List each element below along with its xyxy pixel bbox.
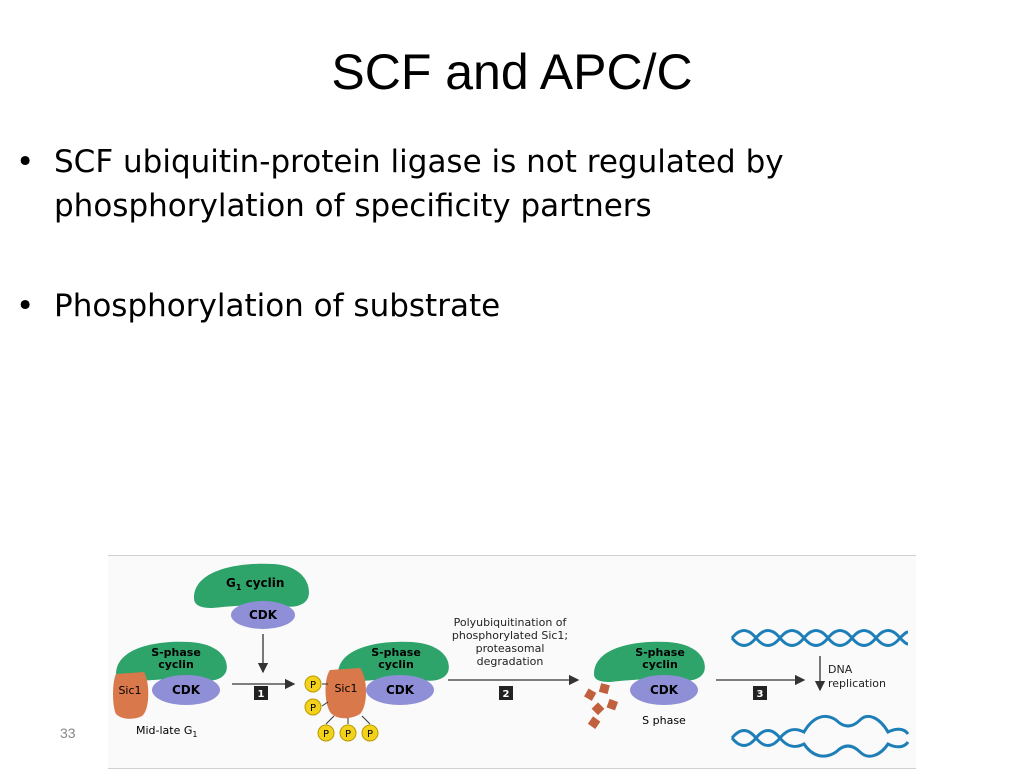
bullet-text-line: SCF ubiquitin-protein ligase is not regu… xyxy=(54,144,784,180)
bullet-marker: • xyxy=(16,144,35,180)
cdk-label: CDK xyxy=(249,608,278,622)
s-phase-cyclin-shape xyxy=(116,641,227,682)
phosphate-circle xyxy=(339,724,357,742)
sic1-label: Sic1 xyxy=(118,684,141,697)
phosphorylated-sic1-complex: S-phase cyclin Sic1 CDK P P P P xyxy=(304,641,449,742)
step-badge xyxy=(254,686,268,700)
fragment xyxy=(591,702,605,716)
g1-cyclin-label: G1 cyclin xyxy=(226,576,284,592)
bullet-text-line: phosphorylation of specificity partners xyxy=(54,188,652,224)
degraded-sic1-fragments xyxy=(584,683,619,729)
fragment xyxy=(587,716,601,729)
s-phase-cyclin-shape xyxy=(338,641,449,682)
dna-strand xyxy=(730,629,909,647)
dna-replication-label: DNA xyxy=(828,663,853,676)
mid-late-g1-label: Mid-late G1 xyxy=(136,724,198,739)
phosphate-circle xyxy=(317,724,335,742)
phosphate-circle xyxy=(304,675,322,693)
mid-late-g1-complex: S-phase cyclin Sic1 CDK Mid-late G1 xyxy=(113,641,227,739)
phosphate-label: P xyxy=(310,680,316,691)
cdk-shape xyxy=(366,675,434,705)
s-phase-cyclin-label: S-phase xyxy=(371,646,421,659)
slide-title: SCF and APC/C xyxy=(331,44,693,100)
phosphate-circle xyxy=(304,698,322,716)
fragment xyxy=(606,698,619,711)
cdk-label: CDK xyxy=(172,683,201,697)
dna-strand xyxy=(730,729,910,758)
s-phase-cyclin-label: S-phase xyxy=(635,646,685,659)
s-phase-label: S phase xyxy=(642,714,686,727)
s-phase-cyclin-label: cyclin xyxy=(378,658,414,671)
sic1-label: Sic1 xyxy=(334,682,357,695)
cdk-label: CDK xyxy=(650,683,679,697)
dna-strand xyxy=(730,715,910,747)
figure-panel: G1 cyclin CDK S-phase cyclin Sic1 CDK Mi… xyxy=(108,555,916,769)
step-2-description: phosphorylated Sic1; xyxy=(452,629,568,642)
step-badge xyxy=(753,686,767,700)
s-phase-cyclin-label: S-phase xyxy=(151,646,201,659)
step-3-arrow: 3 xyxy=(716,674,806,700)
dna-replication-label: replication xyxy=(828,677,886,690)
phosphate-label: P xyxy=(367,729,373,740)
bullet-item: • Phosphorylation of substrate xyxy=(16,284,956,328)
step-1-arrow: 1 xyxy=(232,678,296,700)
step-number: 1 xyxy=(258,689,265,700)
step-2-arrow: Polyubiquitination of phosphorylated Sic… xyxy=(448,616,580,700)
fragment xyxy=(584,688,597,701)
phosphate-group xyxy=(321,683,371,725)
phosphate-link xyxy=(325,715,335,725)
fragment xyxy=(598,683,610,695)
step-2-description: degradation xyxy=(477,655,544,668)
phosphate-label: P xyxy=(310,703,316,714)
sic1-shape xyxy=(325,668,366,719)
phosphate-circle xyxy=(361,724,379,742)
g1-cyclin-shape xyxy=(194,563,309,608)
phosphate-label: P xyxy=(323,729,329,740)
step-number: 3 xyxy=(757,689,764,700)
step-2-description: proteasomal xyxy=(476,642,545,655)
phosphate-link xyxy=(321,701,329,707)
g1-cyclin-cdk-complex: G1 cyclin CDK xyxy=(194,563,309,674)
s-phase-complex: S-phase cyclin CDK S phase xyxy=(584,641,705,729)
sic1-degradation-diagram: G1 cyclin CDK S-phase cyclin Sic1 CDK Mi… xyxy=(113,563,910,758)
dna-replication xyxy=(730,629,910,758)
s-phase-cyclin-label: cyclin xyxy=(642,658,678,671)
phosphate-circles: P P P P P xyxy=(304,675,379,742)
step-number: 2 xyxy=(503,689,510,700)
step-2-description: Polyubiquitination of xyxy=(454,616,568,629)
cdk-shape xyxy=(231,601,295,629)
bullet-marker: • xyxy=(16,288,35,324)
slide-number: 33 xyxy=(60,725,76,741)
step-badge xyxy=(499,686,513,700)
phosphate-link xyxy=(361,715,371,725)
bullet-text-line: Phosphorylation of substrate xyxy=(54,288,501,324)
sic1-shape xyxy=(113,672,149,719)
bullet-item: • SCF ubiquitin-protein ligase is not re… xyxy=(16,140,956,228)
cdk-shape xyxy=(630,675,698,705)
bullet-list: • SCF ubiquitin-protein ligase is not re… xyxy=(16,140,956,328)
phosphate-label: P xyxy=(345,729,351,740)
cdk-shape xyxy=(152,675,220,705)
s-phase-cyclin-shape xyxy=(594,641,705,682)
s-phase-cyclin-label: cyclin xyxy=(158,658,194,671)
cdk-label: CDK xyxy=(386,683,415,697)
